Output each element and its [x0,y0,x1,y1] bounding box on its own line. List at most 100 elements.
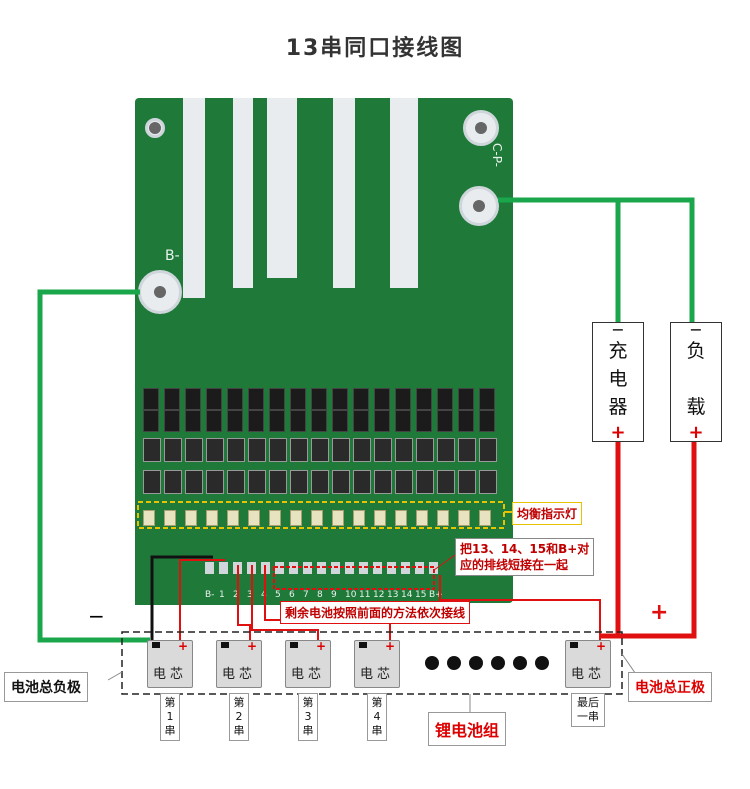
resistor [311,470,329,494]
ellipsis-dot [491,656,505,670]
resistor [143,470,161,494]
connector-pin-label: 13 [387,590,399,600]
battery-cell: +电芯 [565,639,611,688]
red-load-positive-wire [620,440,697,639]
mosfet-chip [458,388,474,410]
battery-pack-box [121,631,623,695]
copper-strip [267,98,297,278]
cp-mark: C-P- [490,143,504,168]
mounting-hole [145,118,165,138]
mosfet-chip [248,410,264,432]
ellipsis-dot [425,656,439,670]
resistor [248,470,266,494]
resistor [290,470,308,494]
mosfet-chip [353,410,369,432]
cell-series-tag: 第 1 串 [160,693,180,741]
battery-cell: +电芯 [216,639,262,688]
charger-plus: + [610,422,626,443]
mosfet-chip [332,388,348,410]
copper-strip [183,98,205,298]
remaining-cells-callout: 剩余电池按照前面的方法依次接线 [280,601,471,624]
connector-pad [275,562,284,574]
total-neg-leader [107,671,123,681]
balance-led [437,510,449,526]
ellipsis-dot [513,656,527,670]
mosfet-chip [479,410,495,432]
cell-negative-terminal [221,642,229,648]
mosfet-chip [458,410,474,432]
mosfet-chip [143,388,159,410]
connector-pin-label: 15 [415,590,427,600]
cell-label: 电芯 [152,667,187,682]
load-box: − 负 载 + [670,322,722,443]
mosfet-chip [479,388,495,410]
cell-series-tag: 第 2 串 [229,693,249,741]
connector-pin-label: B- [205,590,215,600]
resistor [185,438,203,462]
connector-pin-label: 12 [373,590,385,600]
red-charger-positive-wire [600,440,621,639]
mosfet-chip [185,388,201,410]
balance-wire-1 [179,559,225,640]
b-minus-mark: B- [165,248,180,264]
battery-cell: + 电芯 [147,639,193,688]
copper-strip [233,98,253,288]
resistor [395,470,413,494]
cell-label: 电芯 [570,667,605,682]
mosfet-chip [437,388,453,410]
resistor [206,470,224,494]
balance-wire-2 [237,565,251,640]
cell-positive-terminal: + [177,639,188,653]
resistor [332,438,350,462]
connector-pin-label: 3 [247,590,253,600]
resistor [437,438,455,462]
resistor [185,470,203,494]
mosfet-chip [395,388,411,410]
balance-led [164,510,176,526]
connector-pin-label: 6 [289,590,295,600]
balance-wire-3 [251,565,319,640]
mosfet-chip [374,410,390,432]
connector-pin-label: 7 [303,590,309,600]
battery-cell: +电芯 [285,639,331,688]
balance-led-box [137,501,505,529]
copper-strip [390,98,418,288]
connector-pad [317,562,326,574]
resistor [353,470,371,494]
cell-negative-terminal [290,642,298,648]
ellipsis-dot [535,656,549,670]
resistor [164,438,182,462]
load-label: 负 载 [686,340,706,418]
resistor [227,438,245,462]
resistor [374,470,392,494]
cell-negative-terminal [359,642,367,648]
balance-led [185,510,197,526]
mosfet-chip [164,388,180,410]
mosfet-chip [164,410,180,432]
balance-led [311,510,323,526]
mosfet-chip [311,410,327,432]
resistor [395,438,413,462]
mosfet-chip [290,410,306,432]
resistor [458,470,476,494]
mosfet-chip [332,410,348,432]
mosfet-chip [269,388,285,410]
balance-led [374,510,386,526]
mosfet-chip [185,410,201,432]
resistor [290,438,308,462]
balance-led [206,510,218,526]
balance-led [227,510,239,526]
resistor [479,438,497,462]
resistor [437,470,455,494]
green-cp-wire [498,197,695,322]
connector-pad [401,562,410,574]
resistor [227,470,245,494]
resistor [143,438,161,462]
cell-negative-terminal [570,642,578,648]
connector-pin-label: 11 [359,590,371,600]
mosfet-chip [395,410,411,432]
mosfet-chip [227,388,243,410]
load-plus: + [688,422,704,443]
balance-led [143,510,155,526]
balance-led [269,510,281,526]
